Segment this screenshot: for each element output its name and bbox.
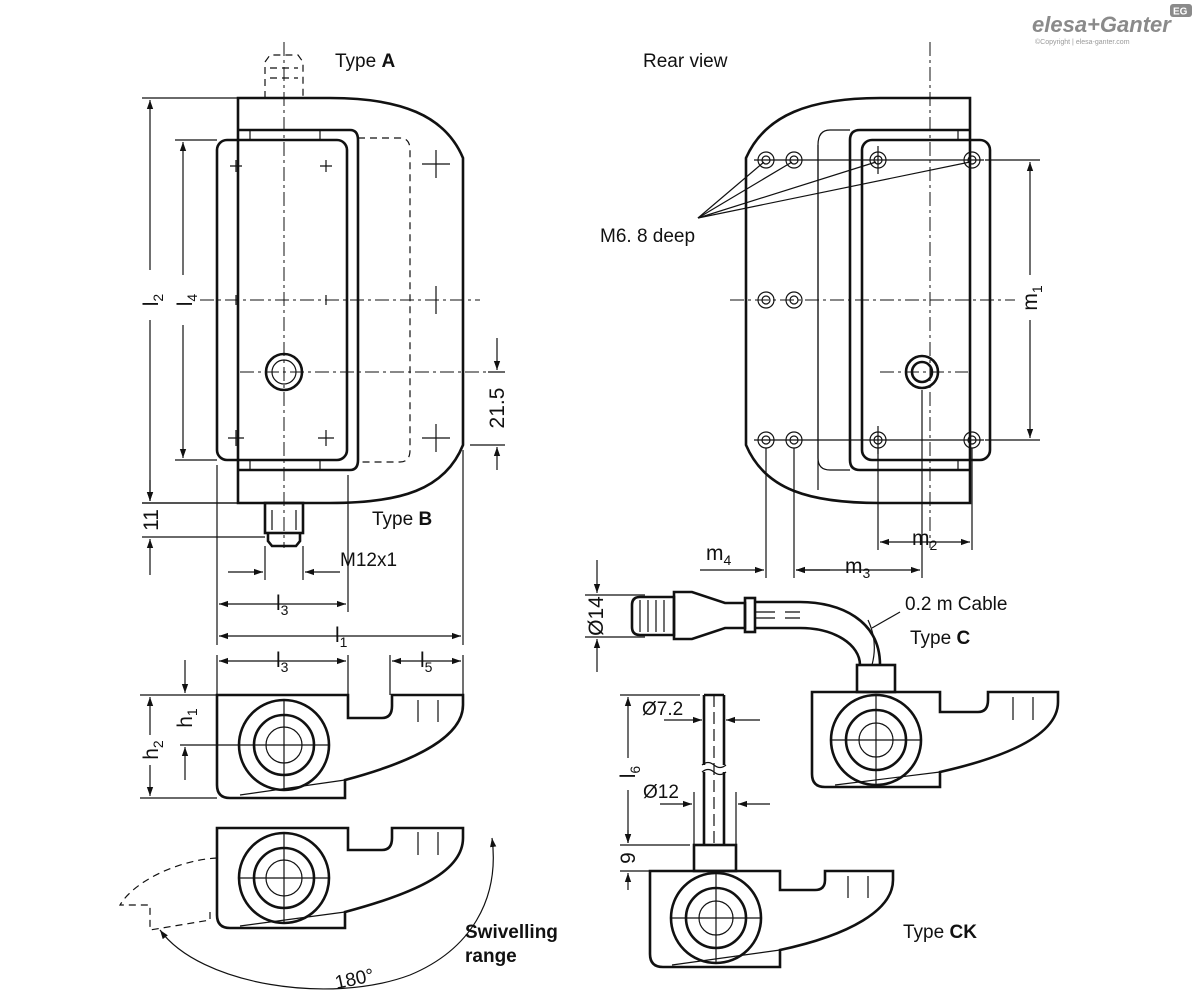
dim-9: 9 <box>617 852 640 864</box>
dim-l2: l2 <box>140 294 166 307</box>
label-type-c: Type C <box>910 628 970 649</box>
hinge-body-outline <box>236 96 465 505</box>
dim-m2: m2 <box>912 527 938 553</box>
dim-dia-12: Ø12 <box>643 782 679 803</box>
label-m6-8-deep: M6. 8 deep <box>600 226 695 247</box>
logo-copyright: ©Copyright | elesa-ganter.com <box>1035 38 1130 46</box>
label-type-b: Type B <box>372 509 432 530</box>
swivel-view: 180° Swivelling range <box>118 826 558 994</box>
rear-pivot-hole <box>904 354 940 390</box>
dim-dia-14: Ø14 <box>585 596 608 636</box>
logo-text: elesa+Ganter <box>1032 12 1172 37</box>
dim-h2: h2 <box>140 740 166 760</box>
dim-21-5: 21.5 <box>486 388 509 429</box>
logo-badge <box>1170 4 1192 17</box>
type-b-connector <box>263 501 305 535</box>
dim-m4: m4 <box>706 542 732 568</box>
type-c-body-outline <box>810 690 1060 789</box>
label-m12x1: M12x1 <box>340 550 397 571</box>
swivel-arc <box>159 837 497 990</box>
dim-l3-bottom: l3 <box>276 649 289 675</box>
dim-l1: l1 <box>335 624 348 650</box>
dim-m1: m1 <box>1019 285 1045 311</box>
dim-m3: m3 <box>845 555 871 581</box>
label-cable: 0.2 m Cable <box>905 594 1007 615</box>
dim-l5: l5 <box>420 649 433 675</box>
front-view: l2 l4 21.5 11 M12x1 l3 l1 Type <box>140 42 509 650</box>
type-c-connector <box>630 595 676 637</box>
type-ck-body-outline <box>648 869 895 969</box>
type-a-connector-hidden <box>264 54 304 98</box>
hinge-leaf-plate <box>215 138 349 462</box>
rear-body-outline <box>744 96 972 505</box>
label-type-ck: Type CK <box>903 922 977 943</box>
label-swivelling: Swivelling <box>465 922 558 943</box>
dim-l6: l6 <box>617 766 643 779</box>
dim-l4: l4 <box>174 294 200 307</box>
dim-h1: h1 <box>174 708 200 728</box>
logo-badge-text: EG <box>1173 7 1188 18</box>
top-view: l3 l5 h2 h1 <box>140 649 465 800</box>
label-rear-view: Rear view <box>643 51 728 72</box>
type-c-view: Ø14 0.2 m Cable Type C <box>585 560 1060 789</box>
dim-dia-7-2: Ø7.2 <box>642 699 683 720</box>
rear-view: Rear view <box>600 42 1045 581</box>
dim-11: 11 <box>140 509 163 531</box>
label-180-degrees: 180° <box>333 965 376 994</box>
swivel-ghost-position <box>118 857 218 931</box>
threaded-holes <box>754 146 984 454</box>
type-ck-view: l6 Ø7.2 Ø12 9 Type CK <box>617 693 977 969</box>
label-range: range <box>465 946 517 967</box>
label-type-a: Type A <box>335 51 395 72</box>
type-ck-cable-lower <box>702 772 726 845</box>
brand-logo: elesa+Ganter EG ©Copyright | elesa-gante… <box>1032 4 1192 46</box>
dim-l3-top: l3 <box>276 592 289 618</box>
pivot-hole-outer <box>264 352 304 392</box>
top-view-outline <box>215 693 465 800</box>
